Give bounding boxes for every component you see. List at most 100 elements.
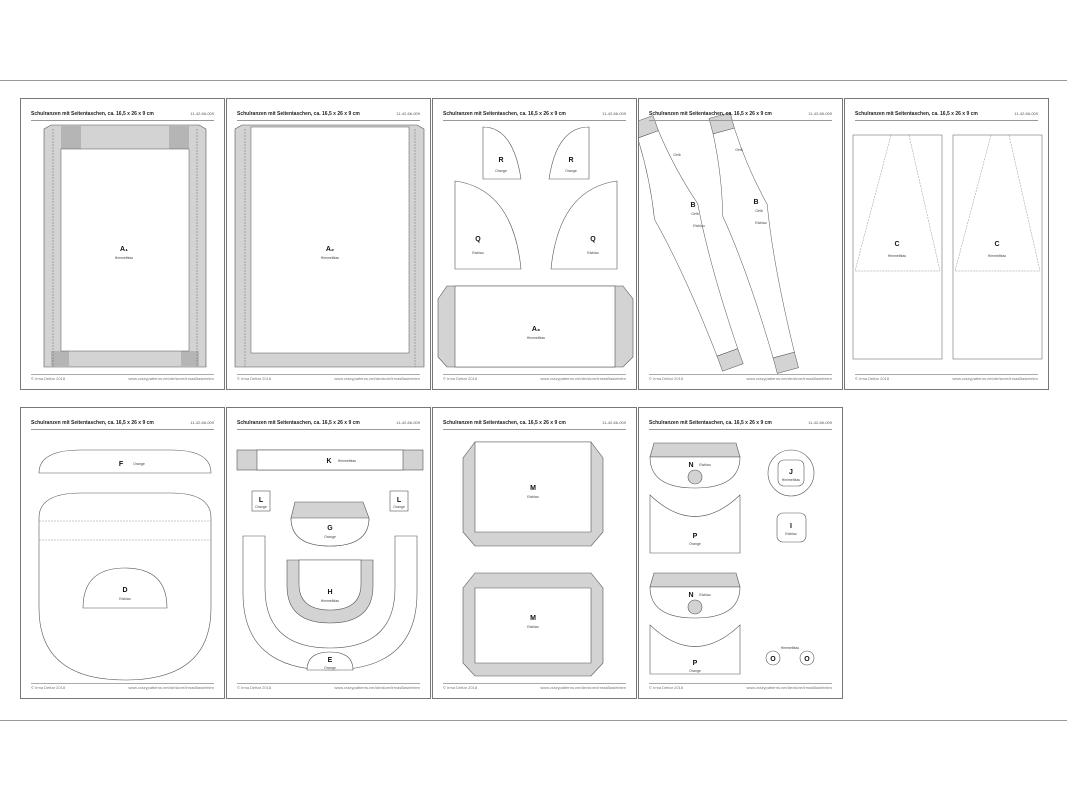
piece-label: Eisblau xyxy=(527,625,539,629)
copyright: © Irma Dettar 2018 xyxy=(855,376,890,381)
page-title: Schulranzen mit Seitentaschen, ca. 16,5 … xyxy=(855,111,978,117)
copyright: © Irma Dettar 2018 xyxy=(649,685,684,690)
copyright: © Irma Dettar 2018 xyxy=(443,376,478,381)
piece-label: Eisblau xyxy=(527,495,539,499)
store-url[interactable]: www.crazypatterns.net/de/store/IrmasBast… xyxy=(952,376,1038,381)
footer-divider xyxy=(31,374,214,375)
piece-label: A₂ xyxy=(326,246,334,253)
piece-label: Orange xyxy=(495,169,507,173)
piece-label: P xyxy=(693,533,698,540)
page-title: Schulranzen mit Seitentaschen, ca. 16,5 … xyxy=(31,111,154,117)
piece-label: Himmelblau xyxy=(888,254,907,258)
footer-divider xyxy=(443,374,626,375)
header-divider xyxy=(649,429,832,430)
piece-label: Orange xyxy=(324,535,336,539)
piece-label: A₁ xyxy=(120,246,128,253)
footer-divider xyxy=(649,683,832,684)
piece-label: R xyxy=(498,157,503,164)
piece-label: O xyxy=(770,656,776,663)
piece-label: Orange xyxy=(393,505,405,509)
piece-label: I xyxy=(790,523,792,530)
copyright: © Irma Dettar 2018 xyxy=(31,685,66,690)
piece-label: Orange xyxy=(324,666,336,670)
copyright: © Irma Dettar 2018 xyxy=(649,376,684,381)
piece-label: Eisblau xyxy=(785,532,797,536)
copyright: © Irma Dettar 2018 xyxy=(31,376,66,381)
piece-label: Himmelblau xyxy=(782,478,801,482)
header-divider xyxy=(855,120,1038,121)
piece-label: N xyxy=(688,462,693,469)
copyright: © Irma Dettar 2018 xyxy=(237,685,272,690)
pattern-code: 11-42-66-009 xyxy=(602,111,626,116)
piece-label: K xyxy=(326,458,331,465)
piece-label: Eisblau xyxy=(472,251,484,255)
piece-label: B xyxy=(753,199,758,206)
piece-label: Gelb xyxy=(735,148,742,152)
piece-label: Himmelblau xyxy=(115,256,134,260)
store-url[interactable]: www.crazypatterns.net/de/store/IrmasBast… xyxy=(540,685,626,690)
store-url[interactable]: www.crazypatterns.net/de/store/IrmasBast… xyxy=(334,685,420,690)
footer-divider xyxy=(237,374,420,375)
piece-label: Eisblau xyxy=(755,221,767,225)
store-url[interactable]: www.crazypatterns.net/de/store/IrmasBast… xyxy=(540,376,626,381)
pattern-code: 11-42-66-009 xyxy=(190,420,214,425)
piece-label: C xyxy=(994,241,999,248)
store-url[interactable]: www.crazypatterns.net/de/store/IrmasBast… xyxy=(128,685,214,690)
piece-label: B xyxy=(690,202,695,209)
piece-label: Eisblau xyxy=(699,463,711,467)
page-title: Schulranzen mit Seitentaschen, ca. 16,5 … xyxy=(31,420,154,426)
page-title: Schulranzen mit Seitentaschen, ca. 16,5 … xyxy=(649,420,772,426)
piece-label: L xyxy=(259,497,264,504)
piece-label: D xyxy=(122,587,127,594)
piece-label: Himmelblau xyxy=(781,646,800,650)
page-title: Schulranzen mit Seitentaschen, ca. 16,5 … xyxy=(237,420,360,426)
footer-divider xyxy=(649,374,832,375)
piece-label: Gelb xyxy=(755,209,762,213)
piece-label: Orange xyxy=(255,505,267,509)
pattern-page-1: A₁ Himmelblau Schulranzen mit Seitentasch… xyxy=(20,98,225,390)
piece-label: Himmelblau xyxy=(321,256,340,260)
store-url[interactable]: www.crazypatterns.net/de/store/IrmasBast… xyxy=(128,376,214,381)
page-title: Schulranzen mit Seitentaschen, ca. 16,5 … xyxy=(649,111,772,117)
document-frame xyxy=(0,80,1067,721)
pattern-page-2: A₂ Himmelblau Schulranzen mit Seitentasch… xyxy=(226,98,431,390)
piece-label: Orange xyxy=(565,169,577,173)
page-title: Schulranzen mit Seitentaschen, ca. 16,5 … xyxy=(443,111,566,117)
piece-label: P xyxy=(693,660,698,667)
piece-label: Orange xyxy=(689,669,701,673)
piece-label: M xyxy=(530,485,536,492)
page-title: Schulranzen mit Seitentaschen, ca. 16,5 … xyxy=(443,420,566,426)
piece-label: Gelb xyxy=(673,153,680,157)
copyright: © Irma Dettar 2018 xyxy=(443,685,478,690)
footer-divider xyxy=(237,683,420,684)
header-divider xyxy=(31,429,214,430)
piece-label: A₃ xyxy=(532,326,540,333)
store-url[interactable]: www.crazypatterns.net/de/store/IrmasBast… xyxy=(334,376,420,381)
piece-label: F xyxy=(119,461,124,468)
header-divider xyxy=(649,120,832,121)
footer-divider xyxy=(855,374,1038,375)
copyright: © Irma Dettar 2018 xyxy=(237,376,272,381)
store-url[interactable]: www.crazypatterns.net/de/store/IrmasBast… xyxy=(746,376,832,381)
piece-a2: A₂ Himmelblau xyxy=(234,124,425,368)
piece-label: Himmelblau xyxy=(988,254,1007,258)
piece-label: M xyxy=(530,615,536,622)
piece-label: Himmelblau xyxy=(527,336,546,340)
store-url[interactable]: www.crazypatterns.net/de/store/IrmasBast… xyxy=(746,685,832,690)
piece-label: Gelb xyxy=(691,212,698,216)
piece-label: E xyxy=(328,657,333,664)
piece-label: Eisblau xyxy=(693,224,705,228)
page-title: Schulranzen mit Seitentaschen, ca. 16,5 … xyxy=(237,111,360,117)
header-divider xyxy=(237,120,420,121)
pattern-code: 11-42-66-009 xyxy=(396,111,420,116)
